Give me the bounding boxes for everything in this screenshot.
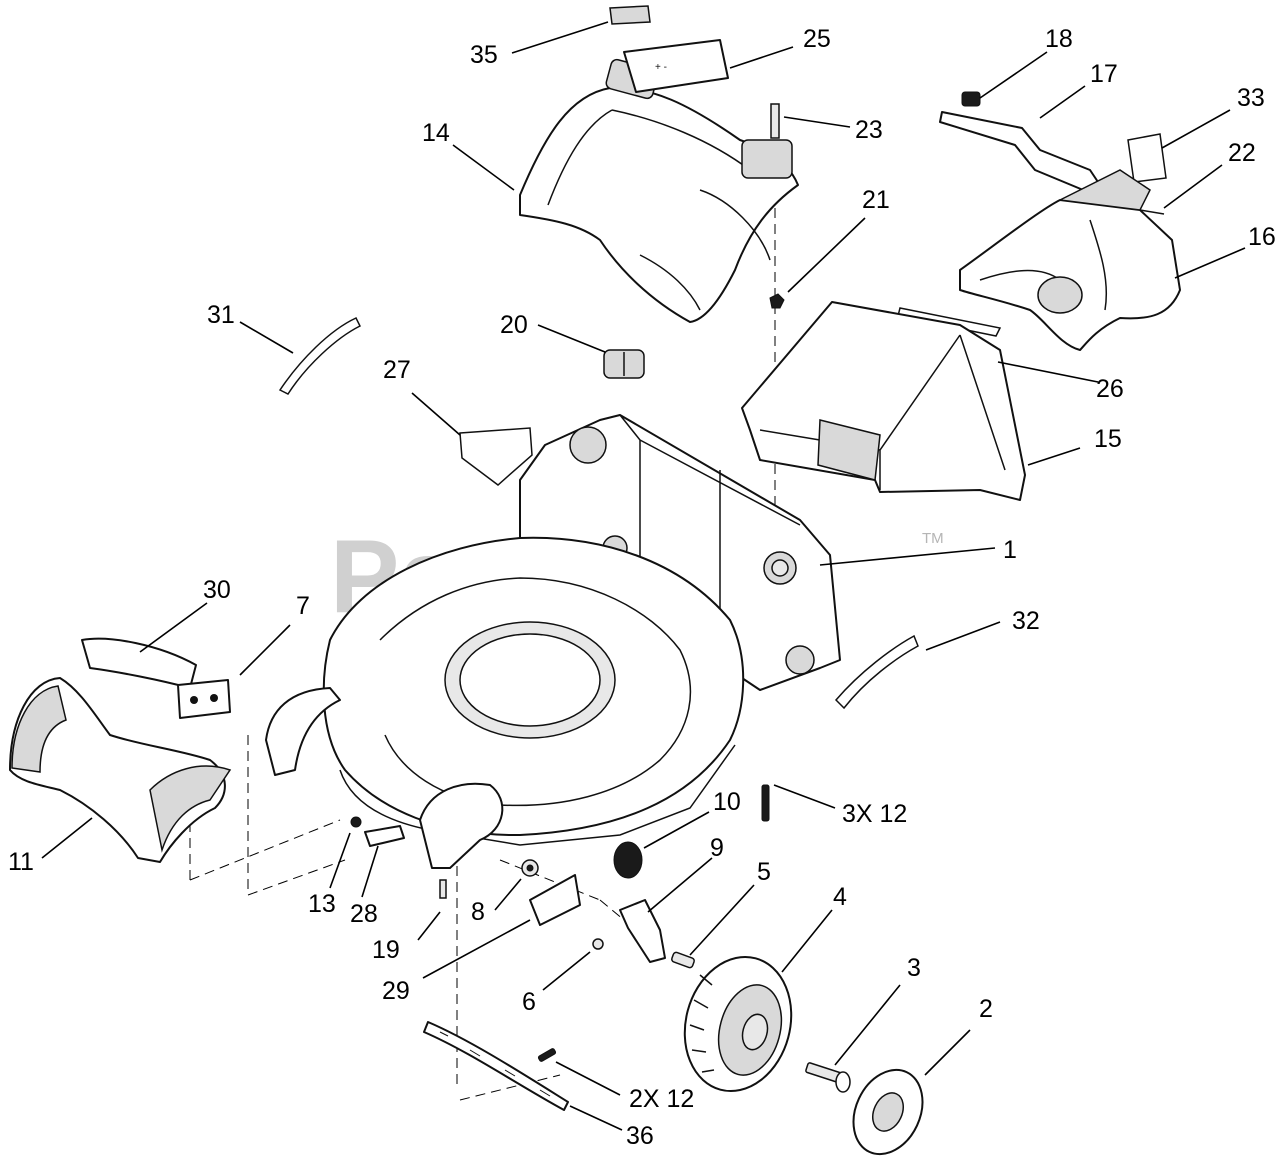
callout-2x12: 2X 12 (629, 1085, 694, 1113)
part-wheel-4 (683, 955, 793, 1093)
part-handle-shroud-14 (519, 58, 799, 323)
callout-14: 14 (422, 119, 450, 147)
part-plate-7 (177, 679, 231, 719)
part-bracket-29 (529, 874, 581, 926)
part-screw-3x12 (761, 784, 770, 822)
callout-4: 4 (833, 883, 847, 911)
callout-16: 16 (1248, 223, 1276, 251)
part-screw-22 (1139, 209, 1165, 215)
callout-19: 19 (372, 936, 400, 964)
callout-25: 25 (803, 25, 831, 53)
part-label-35 (609, 5, 651, 25)
callout-15: 15 (1094, 425, 1122, 453)
part-front-bumper-11 (9, 677, 232, 863)
part-spring-9 (619, 899, 666, 963)
part-decal-plate-25: + - (623, 39, 729, 93)
part-axle-28 (364, 825, 405, 847)
callout-23: 23 (855, 116, 883, 144)
callout-10: 10 (713, 788, 741, 816)
callout-30: 30 (203, 576, 231, 604)
callout-28: 28 (350, 900, 378, 928)
part-bolt-3 (805, 1062, 851, 1093)
callout-29: 29 (382, 977, 410, 1005)
callout-6: 6 (522, 988, 536, 1016)
part-cap-10 (613, 841, 643, 879)
callout-21: 21 (862, 186, 890, 214)
callout-8: 8 (471, 898, 485, 926)
callout-32: 32 (1012, 607, 1040, 635)
callout-11: 11 (8, 848, 34, 876)
part-label-33 (1127, 133, 1167, 183)
part-pin-19 (439, 879, 447, 899)
callout-3: 3 (907, 954, 921, 982)
part-bumper-20 (603, 349, 645, 379)
part-chute-15 (741, 301, 1026, 501)
callout-13: 13 (308, 890, 336, 918)
part-bolt-5 (671, 951, 695, 969)
callout-36: 36 (626, 1122, 654, 1150)
callout-17: 17 (1090, 60, 1118, 88)
callout-22: 22 (1228, 139, 1256, 167)
part-hubcap-2 (852, 1068, 924, 1156)
part-strip-32 (834, 634, 919, 710)
part-rear-housing-16 (959, 169, 1181, 351)
part-nut-13 (350, 816, 362, 828)
svg-text:+ -: + - (655, 62, 667, 73)
callout-7: 7 (296, 592, 310, 620)
part-nut-6 (592, 938, 604, 950)
callout-31: 31 (207, 301, 235, 329)
part-flap-30 (81, 637, 197, 689)
part-washer-8 (521, 859, 539, 877)
part-pin-23 (770, 103, 780, 139)
part-lever-17 (939, 111, 1101, 193)
part-bracket-36 (423, 1021, 569, 1111)
callout-20: 20 (500, 311, 528, 339)
callout-2: 2 (979, 995, 993, 1023)
part-label-27 (459, 427, 533, 486)
part-nut-21 (769, 293, 785, 309)
leader-lines (41, 21, 1246, 1131)
callout-3x12: 3X 12 (842, 800, 907, 828)
callout-1: 1 (1003, 536, 1017, 564)
callout-33: 33 (1237, 84, 1265, 112)
watermark-trademark: TM (922, 530, 944, 547)
callout-18: 18 (1045, 25, 1073, 53)
callout-labels: 35 25 18 17 33 14 23 22 21 16 31 20 27 2… (8, 25, 1276, 1150)
part-mower-deck-1 (265, 414, 841, 869)
callout-35: 35 (470, 41, 498, 69)
callout-26: 26 (1096, 375, 1124, 403)
part-screw-2x12 (537, 1048, 557, 1062)
part-strip-31 (278, 317, 362, 395)
callout-9: 9 (710, 834, 724, 862)
callout-27: 27 (383, 356, 411, 384)
part-clip-18 (961, 91, 981, 107)
callout-5: 5 (757, 858, 771, 886)
